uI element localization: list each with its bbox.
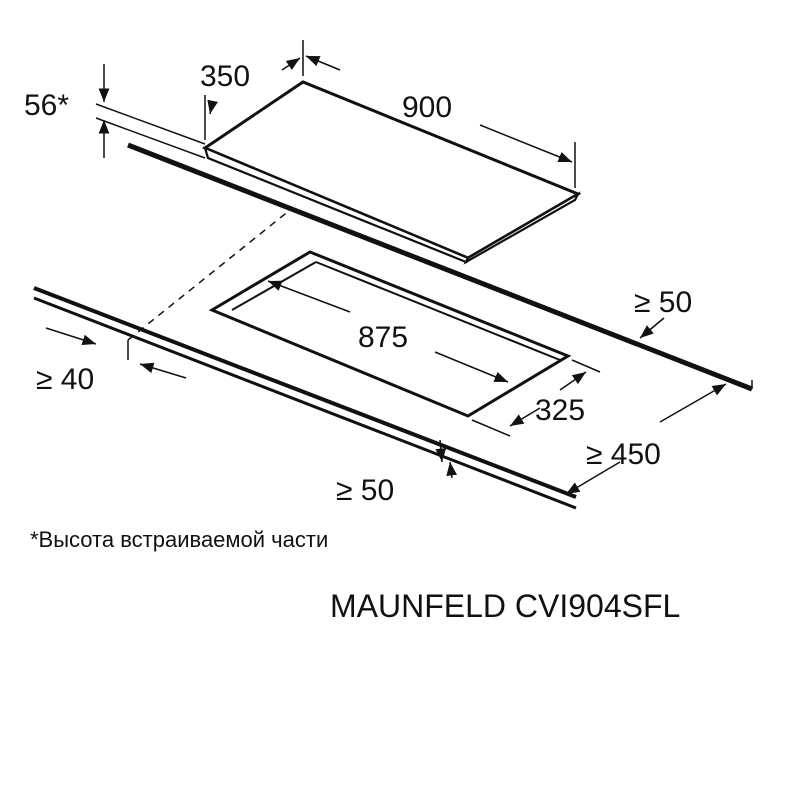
dim-hob-width-arrow-left — [305, 55, 341, 71]
dim-cutout-width-label: 875 — [358, 321, 408, 354]
countertop-front-edge-top — [33, 286, 577, 499]
countertop — [33, 142, 753, 510]
dim-cutout-depth-arrow-b — [559, 371, 587, 391]
footnote: *Высота встраиваемой части — [30, 527, 329, 552]
model-name: MAUNFELD CVI904SFL — [330, 588, 681, 624]
countertop-front-edge-bottom — [33, 296, 577, 510]
dim-hob-width-arrow-right — [479, 124, 573, 163]
dim-height-ext-bottom — [95, 117, 206, 159]
dim-hob-width — [305, 55, 576, 188]
dim-cutout-depth-ext-a — [471, 419, 511, 437]
cutout-outline — [208, 250, 572, 418]
dim-clearance-side-label: ≥ 40 — [36, 363, 94, 396]
dim-countertop-depth-arrow-down — [565, 461, 621, 495]
countertop-side-hidden-edge — [127, 209, 291, 341]
dim-clearance-front-label: ≥ 50 — [336, 474, 394, 507]
dim-clearance-side-arrow-left — [45, 327, 97, 346]
dim-cutout-depth-arrow-a — [509, 407, 541, 427]
dim-clearance-front — [435, 439, 458, 479]
dim-clearance-back-arrow — [639, 317, 665, 339]
dim-built-in-height-label: 56* — [24, 89, 69, 122]
cutout-inner-left-wall — [231, 261, 317, 311]
dim-cutout-depth — [471, 359, 601, 437]
dim-cutout-width-arrow-left — [267, 280, 351, 313]
dim-hob-depth — [204, 40, 304, 140]
dim-countertop-depth-label: ≥ 450 — [586, 438, 661, 471]
dim-hob-depth-arrow-b — [281, 57, 301, 71]
cutout-inner-back-wall — [315, 261, 561, 361]
dim-clearance-back — [639, 317, 665, 339]
countertop-back-edge — [127, 142, 753, 392]
hob — [201, 80, 582, 265]
dim-cutout-depth-label: 325 — [535, 394, 585, 427]
dim-cutout-width-arrow-right — [434, 351, 509, 383]
dim-clearance-side-arrow-right — [139, 362, 187, 379]
dim-countertop-depth — [565, 380, 753, 495]
dim-cutout-width — [267, 280, 509, 383]
dim-clearance-front-arrow-up — [446, 461, 458, 479]
dim-height-ext-top — [95, 103, 206, 145]
dim-countertop-depth-arrow-up — [659, 383, 727, 423]
hob-side-thickness — [463, 191, 581, 265]
dim-clearance-back-label: ≥ 50 — [634, 286, 692, 319]
dim-hob-depth-arrow-a — [207, 99, 218, 115]
dim-hob-width-label: 900 — [402, 91, 452, 124]
dim-clearance-side — [45, 327, 187, 379]
dim-built-in-height — [95, 64, 206, 159]
dim-cutout-depth-ext-b — [571, 359, 601, 373]
dim-clearance-front-arrow-down — [435, 439, 447, 463]
dim-hob-depth-label: 350 — [200, 60, 250, 93]
